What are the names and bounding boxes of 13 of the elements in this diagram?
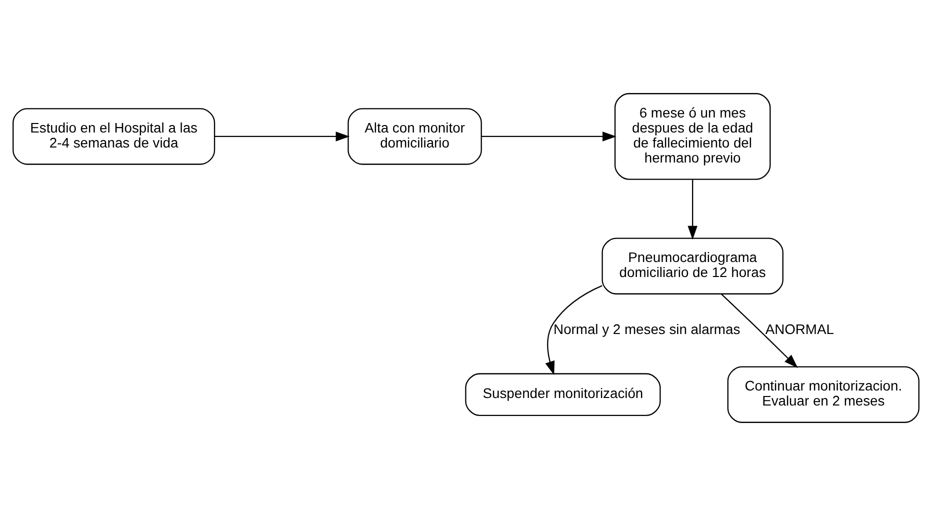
edge-label: ANORMAL	[765, 320, 834, 337]
node-box: Pneumocardiograma domiciliario de 12 horas	[602, 238, 784, 294]
node-box: Alta con monitor domiciliario	[348, 108, 482, 165]
arrow	[545, 285, 602, 376]
node-box: 6 mese ó un mes despues de la edad de fallecimiento del hermano previo	[614, 93, 771, 180]
arrow	[720, 294, 798, 368]
arrow	[482, 132, 616, 142]
arrow	[688, 179, 698, 240]
edge-label: Normal y 2 meses sin alarmas	[554, 320, 740, 337]
arrow	[214, 132, 350, 142]
node-box: Continuar monitorizacion. Evaluar en 2 meses	[727, 366, 920, 423]
node-box: Suspender monitorización	[465, 373, 661, 416]
node-box: Estudio en el Hospital a las 2-4 semanas de vida	[12, 108, 216, 165]
